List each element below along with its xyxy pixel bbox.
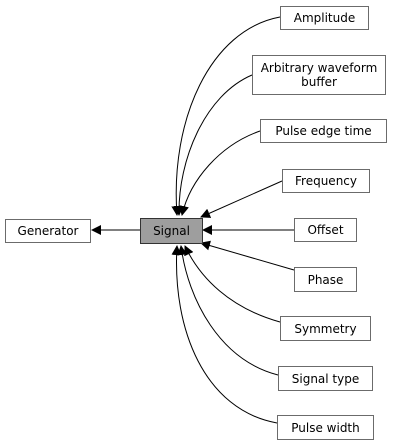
node-pulse-width: Pulse width xyxy=(277,415,374,440)
node-signal-type: Signal type xyxy=(278,366,373,391)
node-signal: Signal xyxy=(140,218,203,244)
node-pulse-edge-time: Pulse edge time xyxy=(260,119,387,143)
edge-arbitrary-to-signal xyxy=(173,74,253,216)
node-arbitrary-line1: Arbitrary waveform xyxy=(260,61,378,75)
node-symmetry: Symmetry xyxy=(280,316,371,341)
edge-frequency-to-signal xyxy=(200,180,283,218)
edge-amplitude-to-signal xyxy=(171,16,281,216)
edge-pulse-width-to-signal xyxy=(171,245,278,424)
edge-phase-to-signal xyxy=(200,240,295,271)
edge-pulse-edge-time-to-signal xyxy=(179,130,261,216)
node-generator: Generator xyxy=(5,219,91,243)
node-phase: Phase xyxy=(294,267,357,292)
node-frequency: Frequency xyxy=(282,169,370,193)
node-offset: Offset xyxy=(294,218,357,242)
node-arbitrary-waveform-buffer: Arbitrary waveform buffer xyxy=(252,55,386,95)
node-arbitrary-line2: buffer xyxy=(301,75,337,89)
edge-signal-type-to-signal xyxy=(177,245,279,376)
edge-symmetry-to-signal xyxy=(184,245,281,323)
node-amplitude: Amplitude xyxy=(280,6,369,30)
